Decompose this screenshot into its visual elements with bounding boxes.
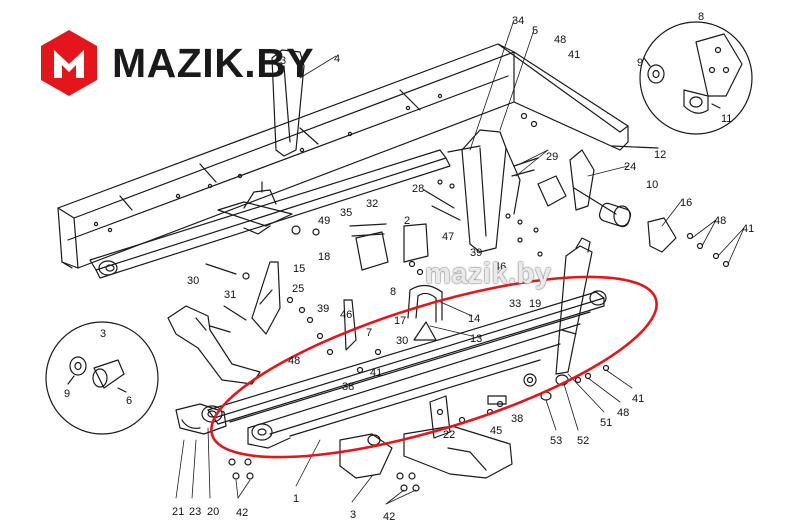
callout-c31: 31 xyxy=(224,289,236,301)
callout-c39a: 39 xyxy=(470,247,482,259)
watermark-text: mazik.by xyxy=(425,258,552,290)
u-bolt xyxy=(407,284,443,341)
callout-c48b: 48 xyxy=(714,215,726,227)
callout-c3a: 3 xyxy=(280,55,286,67)
callout-c42b: 42 xyxy=(383,511,395,523)
callout-c35: 35 xyxy=(340,207,352,219)
callout-c48d: 48 xyxy=(617,407,629,419)
rear-bracket xyxy=(461,129,521,253)
callout-c41c: 41 xyxy=(370,367,382,379)
clamp-bracket xyxy=(217,181,429,271)
callout-c42a: 42 xyxy=(236,507,248,519)
callout-c41a: 41 xyxy=(568,49,580,61)
callout-c1: 1 xyxy=(293,493,299,505)
callout-c29: 29 xyxy=(546,151,558,163)
callout-c11: 11 xyxy=(721,113,732,125)
callout-c8b: 8 xyxy=(390,286,396,298)
callout-c30b: 30 xyxy=(396,335,408,347)
callout-c15: 15 xyxy=(293,263,305,275)
front-bracket xyxy=(271,49,305,157)
callout-c38b: 38 xyxy=(511,413,523,425)
callout-c39b: 39 xyxy=(317,303,329,315)
callout-c25: 25 xyxy=(292,283,304,295)
callout-c19: 19 xyxy=(529,298,541,310)
upper-spring xyxy=(89,149,451,279)
callout-c48c: 48 xyxy=(288,355,300,367)
callout-c9a: 9 xyxy=(637,57,643,69)
brand-logo[interactable]: MAZIK.BY xyxy=(38,26,314,100)
callout-c12: 12 xyxy=(654,149,666,161)
detail-circle-8 xyxy=(639,21,753,135)
callout-c48a: 48 xyxy=(554,34,566,46)
callout-c51: 51 xyxy=(600,417,612,429)
m-hexagon-logo-icon xyxy=(41,30,97,96)
callout-c3b: 3 xyxy=(100,328,106,340)
inner-brackets xyxy=(251,261,357,351)
callout-c17: 17 xyxy=(394,315,406,327)
callout-c32: 32 xyxy=(366,198,378,210)
callout-c21: 21 xyxy=(172,506,184,518)
frame-rail xyxy=(57,43,629,269)
callout-c8: 8 xyxy=(698,11,704,23)
callout-c7: 7 xyxy=(366,327,372,339)
callout-c49: 49 xyxy=(318,215,330,227)
callout-c22: 22 xyxy=(443,429,455,441)
callout-c33: 33 xyxy=(509,298,521,310)
callout-c23: 23 xyxy=(189,506,201,518)
callout-c6: 6 xyxy=(126,395,132,407)
callout-c5: 5 xyxy=(532,25,538,37)
callout-c41b: 41 xyxy=(742,223,754,235)
lower-hanger xyxy=(429,395,451,439)
leaf-spring xyxy=(201,290,607,449)
callout-c9b: 9 xyxy=(64,388,70,400)
callout-c13: 13 xyxy=(470,333,482,345)
brand-name: MAZIK.BY xyxy=(112,39,315,86)
highlight-ellipse xyxy=(210,275,658,459)
callout-c2: 2 xyxy=(404,215,410,227)
detail-circle-3 xyxy=(45,321,159,435)
fasteners xyxy=(205,112,730,374)
callout-c46a: 46 xyxy=(494,261,506,273)
leader-lines xyxy=(175,19,745,505)
callout-c16: 16 xyxy=(680,197,692,209)
callout-c14: 14 xyxy=(468,313,480,325)
callout-c4: 4 xyxy=(334,53,340,65)
callout-c28: 28 xyxy=(412,183,424,195)
callout-c3c: 3 xyxy=(350,509,356,521)
callout-c30a: 30 xyxy=(187,275,199,287)
callout-c34: 34 xyxy=(512,15,524,27)
callout-c24: 24 xyxy=(624,161,636,173)
bottom-nuts xyxy=(228,395,507,492)
callout-c20: 20 xyxy=(207,506,219,518)
callout-c53: 53 xyxy=(550,435,562,447)
callout-c46b: 46 xyxy=(340,309,352,321)
callout-c47: 47 xyxy=(442,231,454,243)
callout-c18: 18 xyxy=(318,251,330,263)
callout-c41d: 41 xyxy=(632,393,644,405)
callout-c38a: 38 xyxy=(342,381,354,393)
rear-hanger-group xyxy=(537,145,677,253)
callout-c52: 52 xyxy=(577,435,589,447)
callout-c10a: 10 xyxy=(646,179,658,191)
callout-c45: 45 xyxy=(490,425,502,437)
axle-beam xyxy=(167,305,513,479)
